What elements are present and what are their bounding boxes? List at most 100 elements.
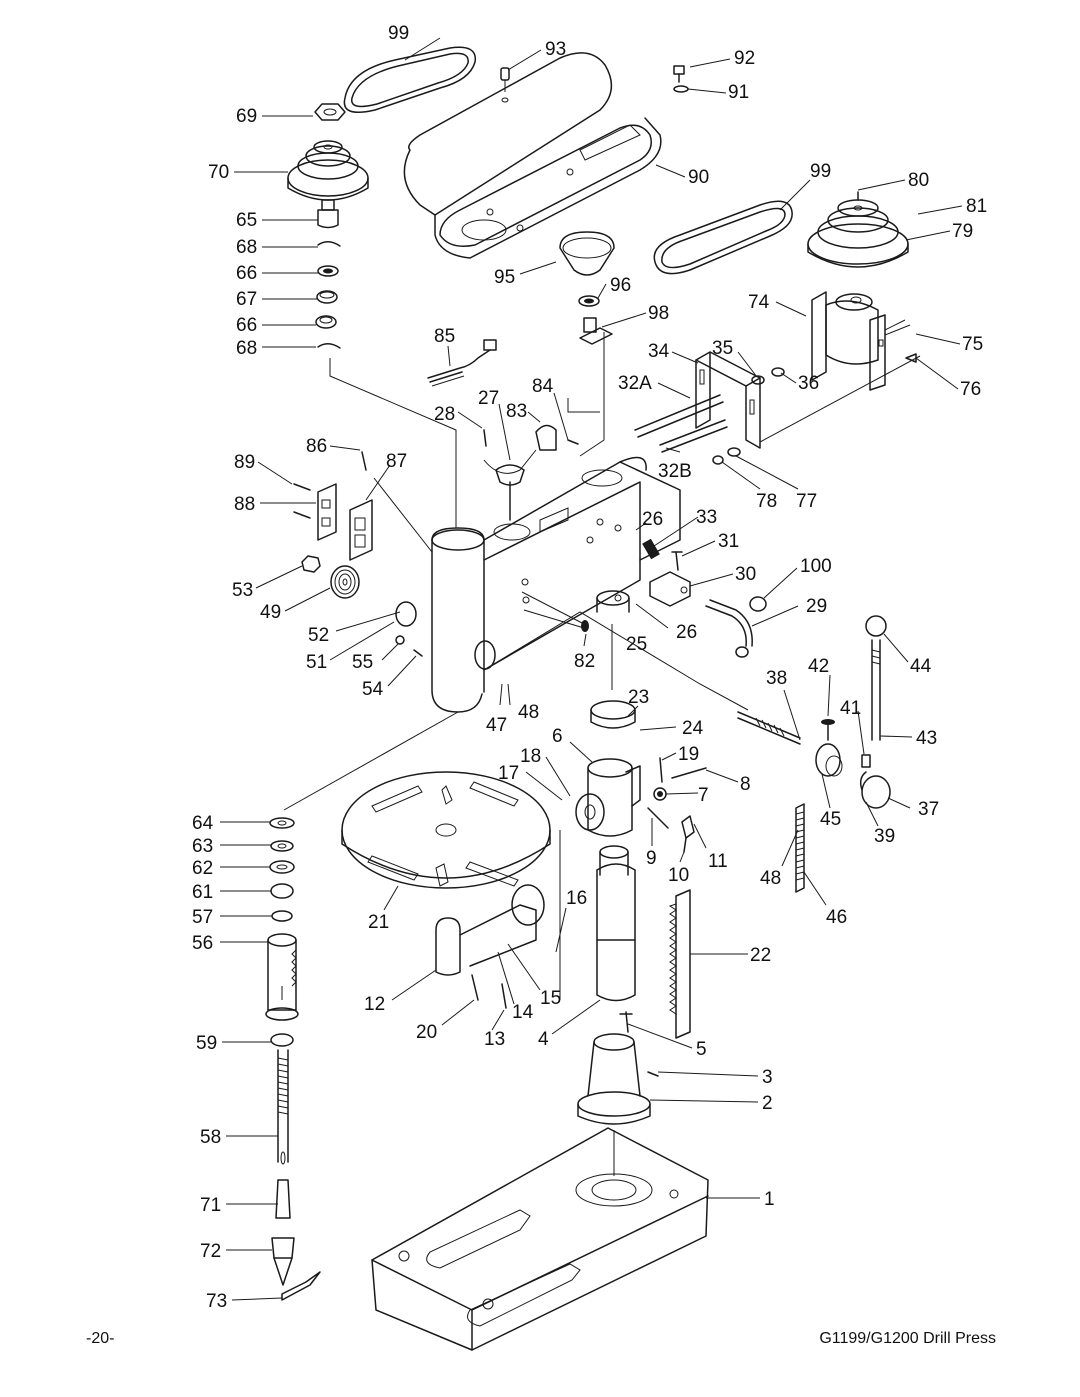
callout-4: 4 <box>538 1029 549 1050</box>
callout-84: 84 <box>532 376 554 397</box>
manual-title: G1199/G1200 Drill Press <box>819 1330 996 1347</box>
callout-43: 43 <box>916 728 937 749</box>
callout-64: 64 <box>192 813 214 834</box>
callout-82: 82 <box>574 651 595 672</box>
callout-34: 34 <box>648 341 670 362</box>
part-screw-31 <box>671 551 683 571</box>
part-depth-stop-30 <box>649 571 691 607</box>
part-rod-8 <box>671 767 707 779</box>
part-set-screw-3 <box>647 1071 659 1077</box>
part-gear-7 <box>653 787 667 801</box>
part-bearing-66-upper <box>317 265 339 277</box>
part-screw-33 <box>642 538 660 560</box>
callout-24: 24 <box>682 718 704 739</box>
callout-53: 53 <box>232 580 253 601</box>
callout-49: 49 <box>260 602 281 623</box>
callout-12: 12 <box>364 994 385 1015</box>
part-washer-35 <box>751 375 765 385</box>
callout-44: 44 <box>910 656 932 677</box>
callout-73: 73 <box>206 1291 227 1312</box>
callout-16: 16 <box>566 888 587 909</box>
callout-54: 54 <box>362 679 384 700</box>
callout-6: 6 <box>552 726 563 747</box>
callout-83: 83 <box>506 401 527 422</box>
callout-92: 92 <box>734 48 755 69</box>
part-hub-45 <box>815 743 843 777</box>
part-rod-32a <box>634 394 724 438</box>
part-chuck-72 <box>271 1237 295 1286</box>
callout-37: 37 <box>918 799 939 820</box>
callout-55: 55 <box>352 652 373 673</box>
part-set-screw-82 <box>581 620 589 632</box>
callout-61: 61 <box>192 882 213 903</box>
callout-3: 3 <box>762 1067 773 1088</box>
part-spindle-58 <box>277 1049 289 1165</box>
part-column-support-2 <box>577 1033 651 1125</box>
part-spindle-stack-63 <box>270 840 294 852</box>
page-number: -20- <box>86 1330 115 1347</box>
callout-100: 100 <box>800 556 832 577</box>
callout-22: 22 <box>750 945 771 966</box>
callout-74: 74 <box>748 292 770 313</box>
callout-26-upper: 26 <box>642 509 663 530</box>
part-bearing-96 <box>578 295 600 307</box>
callout-68-upper: 68 <box>236 237 257 258</box>
part-screw-84 <box>567 439 579 445</box>
callout-46: 46 <box>826 907 847 928</box>
part-crank-11-10 <box>681 815 695 853</box>
callout-21: 21 <box>368 912 389 933</box>
part-spindle-stack-64 <box>269 817 295 829</box>
callout-41: 41 <box>840 698 861 719</box>
callout-88: 88 <box>234 494 255 515</box>
part-screw-93 <box>500 67 510 103</box>
callout-58: 58 <box>200 1127 221 1148</box>
part-bearing-59 <box>270 1033 294 1047</box>
part-cover-83 <box>535 424 557 451</box>
callout-85: 85 <box>434 326 455 347</box>
callout-52: 52 <box>308 625 329 646</box>
callout-62: 62 <box>192 858 213 879</box>
part-motor-pulley-79 <box>807 191 909 268</box>
callout-5: 5 <box>696 1039 707 1060</box>
callout-28: 28 <box>434 404 455 425</box>
part-belt-99-right <box>653 200 793 275</box>
part-nut-36 <box>771 367 785 377</box>
callout-33: 33 <box>696 507 717 528</box>
part-collar-23 <box>590 700 636 729</box>
leader-lines <box>220 37 963 1301</box>
part-spring-cover-52 <box>395 601 417 627</box>
callout-11: 11 <box>708 851 728 872</box>
callout-29: 29 <box>806 596 827 617</box>
part-nut-69 <box>314 103 346 121</box>
part-table-21 <box>341 771 551 889</box>
part-quill-25 <box>596 590 630 613</box>
part-motor-plate-34 <box>695 351 761 449</box>
part-bolt-5 <box>619 1011 633 1033</box>
part-quill-56 <box>265 933 299 1021</box>
part-power-cord-85 <box>427 339 497 387</box>
part-bolt-13 <box>501 983 507 1009</box>
callout-86: 86 <box>306 436 327 457</box>
callout-72: 72 <box>200 1241 221 1262</box>
callout-7: 7 <box>698 785 709 806</box>
callout-26-lower: 26 <box>676 622 697 643</box>
callout-27: 27 <box>478 388 499 409</box>
part-screw-28 <box>483 429 487 447</box>
part-column-4 <box>596 845 636 1002</box>
callout-14: 14 <box>512 1002 534 1023</box>
part-knob-37 <box>859 771 891 809</box>
callout-63: 63 <box>192 836 213 857</box>
callout-75: 75 <box>962 334 983 355</box>
callout-71: 71 <box>200 1195 221 1216</box>
callout-48-upper: 48 <box>518 702 539 723</box>
part-bearing-61 <box>270 883 294 899</box>
part-screws-89 <box>293 483 311 519</box>
part-retaining-ring-68-upper <box>317 241 341 247</box>
callout-57: 57 <box>192 907 213 928</box>
part-nut-78 <box>712 455 724 465</box>
part-belt-99-left <box>343 46 477 113</box>
part-spindle-pulley-70 <box>287 140 369 201</box>
part-knob-100 <box>749 596 767 612</box>
part-rack-22 <box>668 889 691 1039</box>
part-feed-handle-43 <box>871 639 881 741</box>
